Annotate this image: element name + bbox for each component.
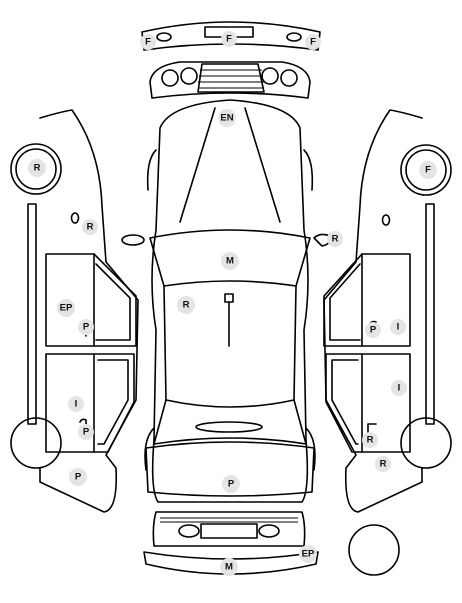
svg-text:R: R bbox=[332, 234, 339, 245]
svg-text:EP: EP bbox=[302, 549, 315, 560]
label-left-mirror[interactable]: R bbox=[82, 219, 98, 235]
spare-tire[interactable] bbox=[348, 524, 400, 576]
label-left-rear-quarter[interactable]: P bbox=[69, 468, 87, 486]
label-right-rear-quarter[interactable]: R bbox=[375, 456, 391, 472]
svg-text:I: I bbox=[398, 383, 401, 394]
svg-text:F: F bbox=[310, 37, 316, 48]
front-view[interactable] bbox=[149, 61, 311, 99]
svg-text:R: R bbox=[34, 163, 41, 174]
label-trunk[interactable]: P bbox=[222, 475, 240, 493]
rear-bumper[interactable] bbox=[143, 551, 319, 575]
svg-text:I: I bbox=[397, 322, 400, 333]
svg-text:R: R bbox=[367, 435, 374, 446]
label-left-rear-wheel[interactable]: R bbox=[28, 159, 46, 177]
svg-text:I: I bbox=[75, 399, 78, 410]
label-right-mirror[interactable]: R bbox=[327, 231, 343, 247]
label-left-rear-door-i[interactable]: I bbox=[68, 396, 84, 412]
svg-text:R: R bbox=[380, 459, 387, 470]
label-right-rear-door-i[interactable]: I bbox=[391, 380, 407, 396]
car-top-view[interactable] bbox=[144, 99, 316, 503]
label-left-rear-door-p[interactable]: P bbox=[78, 424, 94, 440]
label-rear-bumper-m[interactable]: M bbox=[220, 558, 238, 576]
right-side-view[interactable] bbox=[323, 109, 452, 513]
svg-text:P: P bbox=[370, 325, 377, 336]
label-hood[interactable]: EN bbox=[218, 109, 236, 127]
label-front-bumper-left[interactable]: F bbox=[140, 34, 156, 50]
label-front-bumper-right[interactable]: F bbox=[305, 34, 321, 50]
label-left-front-door-ep[interactable]: EP bbox=[57, 299, 75, 317]
svg-text:EP: EP bbox=[60, 303, 73, 314]
svg-text:P: P bbox=[75, 472, 82, 483]
svg-text:R: R bbox=[183, 300, 190, 311]
svg-text:P: P bbox=[83, 427, 90, 438]
label-left-front-door-p[interactable]: P bbox=[78, 319, 94, 335]
label-right-front-door-p[interactable]: P bbox=[365, 322, 381, 338]
label-right-front-wheel[interactable]: F bbox=[419, 161, 437, 179]
svg-text:M: M bbox=[226, 256, 234, 267]
label-roof[interactable]: R bbox=[177, 296, 195, 314]
label-front-bumper-center[interactable]: F bbox=[221, 31, 237, 47]
svg-text:F: F bbox=[226, 34, 232, 45]
svg-text:P: P bbox=[228, 479, 235, 490]
svg-text:F: F bbox=[145, 37, 151, 48]
svg-text:F: F bbox=[425, 165, 431, 176]
left-mirror[interactable] bbox=[121, 234, 145, 246]
rear-view[interactable] bbox=[152, 511, 306, 547]
left-side-view[interactable] bbox=[10, 109, 139, 513]
label-rear-bumper-ep[interactable]: EP bbox=[299, 545, 317, 563]
label-windshield[interactable]: M bbox=[221, 252, 239, 270]
svg-text:EN: EN bbox=[220, 113, 233, 124]
label-right-rear-door-r[interactable]: R bbox=[362, 432, 378, 448]
svg-text:M: M bbox=[225, 562, 233, 573]
svg-text:R: R bbox=[87, 222, 94, 233]
label-right-front-door-i[interactable]: I bbox=[390, 319, 406, 335]
svg-text:P: P bbox=[83, 322, 90, 333]
